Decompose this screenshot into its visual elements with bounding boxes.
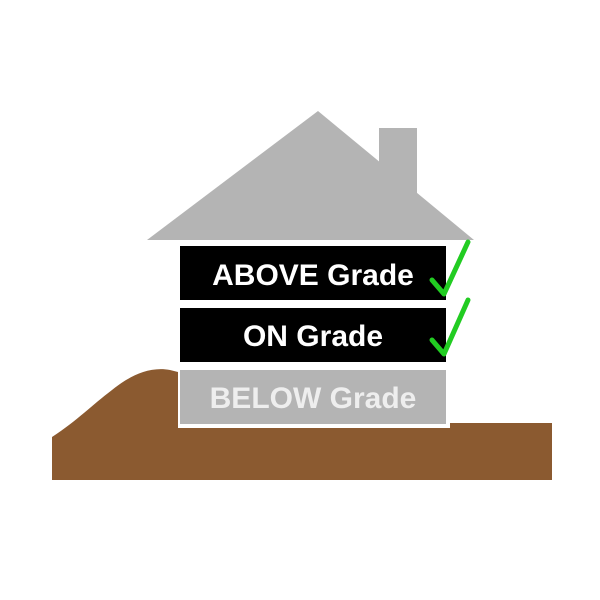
level-band: [180, 370, 446, 424]
roof: [147, 111, 474, 240]
level-label: ABOVE Grade: [212, 259, 414, 292]
level-band: [180, 246, 446, 300]
soil-ground: [52, 369, 552, 480]
check-icon: [429, 297, 471, 357]
level-on-grade: ON Grade: [180, 308, 446, 362]
level-label: BELOW Grade: [210, 382, 417, 415]
level-band: [180, 308, 446, 362]
check-icon: [429, 239, 471, 297]
level-below-grade: BELOW Grade: [180, 370, 446, 424]
level-label: ON Grade: [243, 320, 383, 353]
level-above-grade: ABOVE Grade: [180, 246, 446, 300]
